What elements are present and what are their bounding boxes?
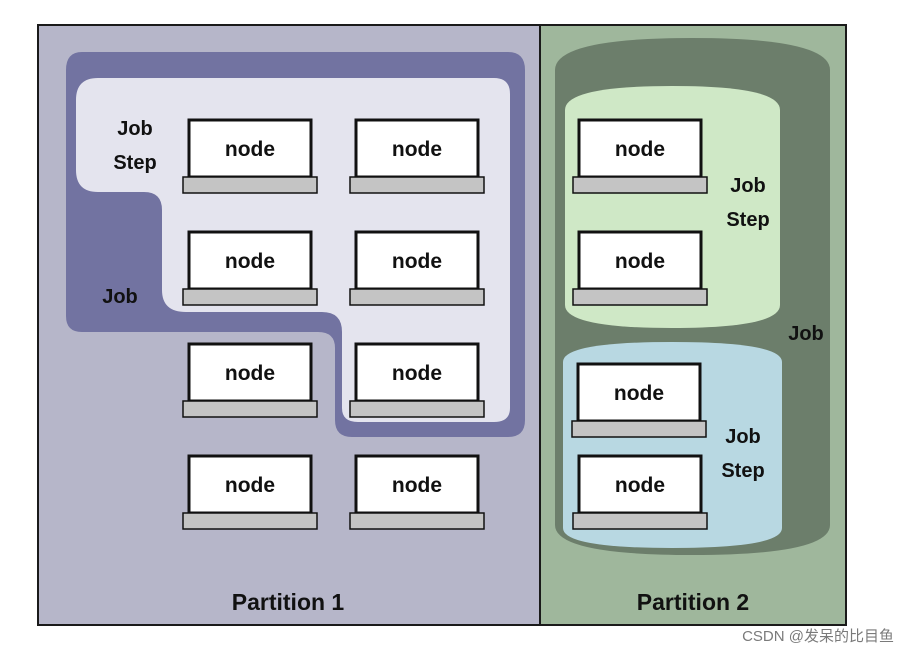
node-screen: [577, 454, 703, 515]
node-screen: [354, 342, 480, 403]
node-label: node: [614, 382, 664, 405]
node-screen: [354, 454, 480, 515]
node-p2-bot-2: node: [572, 454, 708, 530]
node-base: [182, 400, 318, 418]
node-label: node: [225, 474, 275, 497]
node-base: [572, 288, 708, 306]
node-label: node: [392, 362, 442, 385]
node-label: node: [225, 362, 275, 385]
node-base: [349, 400, 485, 418]
node-screen: [577, 230, 703, 291]
node-p1-r3-c1: node: [182, 342, 318, 418]
partition-1-job-step-label-line1: Job: [117, 118, 153, 140]
node-label: node: [225, 250, 275, 273]
node-p1-r1-c1: node: [182, 118, 318, 194]
node-screen: [187, 454, 313, 515]
node-base: [572, 512, 708, 530]
node-p1-r3-c2: node: [349, 342, 485, 418]
node-base: [349, 288, 485, 306]
partition-1-job-step-label-line2: Step: [113, 152, 156, 174]
node-base: [349, 512, 485, 530]
partition-2-job-step-bottom-label-line2: Step: [721, 460, 764, 482]
node-label: node: [392, 474, 442, 497]
node-p2-top-2: node: [572, 230, 708, 306]
node-base: [572, 176, 708, 194]
node-base: [182, 288, 318, 306]
node-p1-r4-c1: node: [182, 454, 318, 530]
node-p1-r2-c1: node: [182, 230, 318, 306]
node-label: node: [615, 250, 665, 273]
node-p1-r4-c2: node: [349, 454, 485, 530]
node-screen: [354, 230, 480, 291]
partition-2-job-step-top-label-line1: Job: [730, 175, 766, 197]
node-label: node: [615, 474, 665, 497]
node-p1-r2-c2: node: [349, 230, 485, 306]
node-screen: [577, 118, 703, 179]
partition-2-title: Partition 2: [637, 589, 749, 615]
node-label: node: [225, 138, 275, 161]
node-screen: [187, 342, 313, 403]
node-screen: [187, 118, 313, 179]
partition-2-job-step-bottom-label-line1: Job: [725, 426, 761, 448]
partition-2-job-label: Job: [788, 323, 824, 345]
node-base: [349, 176, 485, 194]
partition-1-title: Partition 1: [232, 589, 345, 615]
node-p1-r1-c2: node: [349, 118, 485, 194]
partition-1-job-label: Job: [102, 286, 138, 308]
node-label: node: [615, 138, 665, 161]
node-label: node: [392, 138, 442, 161]
node-base: [571, 420, 707, 438]
node-base: [182, 176, 318, 194]
node-p2-top-1: node: [572, 118, 708, 194]
node-p2-bot-1: node: [571, 362, 707, 438]
diagram-border: [37, 24, 847, 626]
node-screen: [354, 118, 480, 179]
partition-2-job-step-top-label-line2: Step: [726, 209, 769, 231]
node-base: [182, 512, 318, 530]
watermark: CSDN @发呆的比目鱼: [742, 628, 894, 645]
node-label: node: [392, 250, 442, 273]
node-screen: [187, 230, 313, 291]
